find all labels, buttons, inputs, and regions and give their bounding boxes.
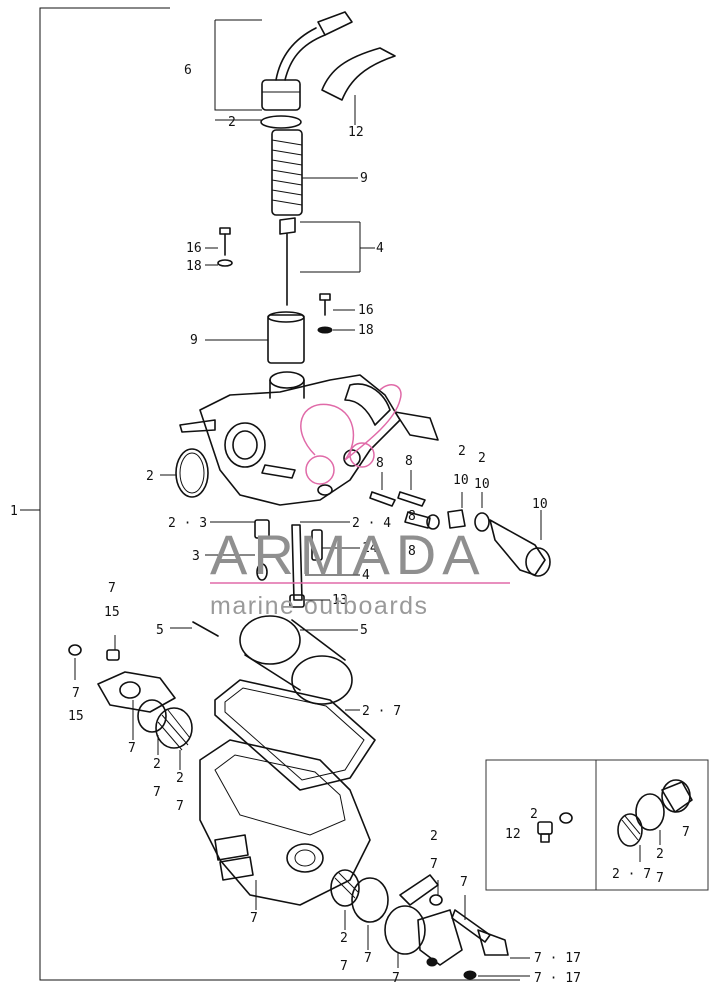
label-13: 13 bbox=[332, 593, 348, 608]
label-7-d: 7 bbox=[153, 785, 161, 800]
left-valve-group bbox=[68, 635, 193, 770]
label-2-3: 2 · 3 bbox=[168, 516, 207, 531]
label-7-a: 7 bbox=[108, 581, 116, 596]
label-2-f: 2 bbox=[176, 771, 184, 786]
label-3: 3 bbox=[192, 549, 200, 564]
assembly-bracket bbox=[20, 7, 520, 981]
label-7-i: 7 bbox=[340, 959, 348, 974]
label-7-g: 7 bbox=[430, 857, 438, 872]
label-10-a: 10 bbox=[453, 473, 469, 488]
carburetor-body bbox=[179, 371, 439, 506]
air-screw-group bbox=[369, 470, 551, 577]
label-1: 1 bbox=[10, 504, 18, 519]
label-8-a: 8 bbox=[376, 456, 384, 471]
label-2-oring: 2 bbox=[146, 469, 154, 484]
label-10-b: 10 bbox=[474, 477, 490, 492]
label-7-f: 7 bbox=[250, 911, 258, 926]
label-18-right: 18 bbox=[358, 323, 374, 338]
label-9-spring: 9 bbox=[360, 171, 368, 186]
label-7-k: 7 bbox=[392, 971, 400, 986]
label-2-7-inset: 2 · 7 bbox=[612, 867, 651, 882]
label-2-h: 2 bbox=[340, 931, 348, 946]
watermark-logo bbox=[210, 384, 510, 584]
label-7-17-a: 7 · 17 bbox=[534, 951, 581, 966]
label-7-b: 7 bbox=[72, 686, 80, 701]
label-7-c: 7 bbox=[128, 741, 136, 756]
label-9-valve: 9 bbox=[190, 333, 198, 348]
carb-top-cap bbox=[260, 11, 353, 129]
label-7-m: 7 bbox=[682, 825, 690, 840]
label-4-jet: 4 bbox=[362, 568, 370, 583]
label-15-b: 15 bbox=[68, 709, 84, 724]
screw-right bbox=[317, 293, 333, 334]
label-12-hose: 12 bbox=[348, 125, 364, 140]
label-10-c: 10 bbox=[532, 497, 548, 512]
label-2-7-gasket: 2 · 7 bbox=[362, 704, 401, 719]
label-16-right: 16 bbox=[358, 303, 374, 318]
label-2-top: 2 bbox=[228, 115, 236, 130]
bowl-gasket bbox=[214, 679, 376, 791]
label-2-4: 2 · 4 bbox=[352, 516, 391, 531]
label-2-d: 2 bbox=[478, 451, 486, 466]
label-16-left: 16 bbox=[186, 241, 202, 256]
label-8-c: 8 bbox=[408, 509, 416, 524]
label-5-pin: 5 bbox=[156, 623, 164, 638]
label-2-j: 2 bbox=[656, 847, 664, 862]
label-7-l: 7 bbox=[656, 871, 664, 886]
label-18-left: 18 bbox=[186, 259, 202, 274]
label-2-inset: 2 bbox=[530, 807, 538, 822]
oring-body-left bbox=[175, 448, 209, 498]
label-2-e: 2 bbox=[153, 757, 161, 772]
label-2-g: 2 bbox=[430, 829, 438, 844]
label-4-needle: 4 bbox=[376, 241, 384, 256]
label-5-float: 5 bbox=[360, 623, 368, 638]
label-7-h: 7 bbox=[460, 875, 468, 890]
label-6: 6 bbox=[184, 63, 192, 78]
bottom-valve-group bbox=[330, 869, 530, 980]
leader-lines bbox=[160, 19, 375, 476]
label-2-c: 2 bbox=[458, 444, 466, 459]
label-7-e: 7 bbox=[176, 799, 184, 814]
jet-needle bbox=[279, 217, 361, 306]
throttle-spring bbox=[271, 129, 303, 216]
label-8-b: 8 bbox=[405, 454, 413, 469]
float-bowl bbox=[199, 739, 371, 910]
label-12-inset: 12 bbox=[505, 827, 521, 842]
label-8-d: 8 bbox=[408, 544, 416, 559]
label-7-17-b: 7 · 17 bbox=[534, 971, 581, 986]
throttle-valve bbox=[205, 311, 305, 364]
watermark-title: ARMADA bbox=[210, 523, 486, 586]
label-15-a: 15 bbox=[104, 605, 120, 620]
label-7-j: 7 bbox=[364, 951, 372, 966]
float-pin bbox=[170, 621, 219, 637]
watermark-subtitle: marine outboards bbox=[210, 592, 429, 620]
label-14: 14 bbox=[362, 541, 378, 556]
vent-hose bbox=[321, 47, 396, 125]
inset-box bbox=[485, 759, 709, 891]
jets-group bbox=[205, 519, 360, 608]
part-labels: 1 6 2 12 9 16 18 4 16 18 9 2 8 8 2 10 2 … bbox=[10, 63, 690, 986]
float bbox=[239, 615, 358, 705]
screw-left bbox=[217, 227, 233, 267]
